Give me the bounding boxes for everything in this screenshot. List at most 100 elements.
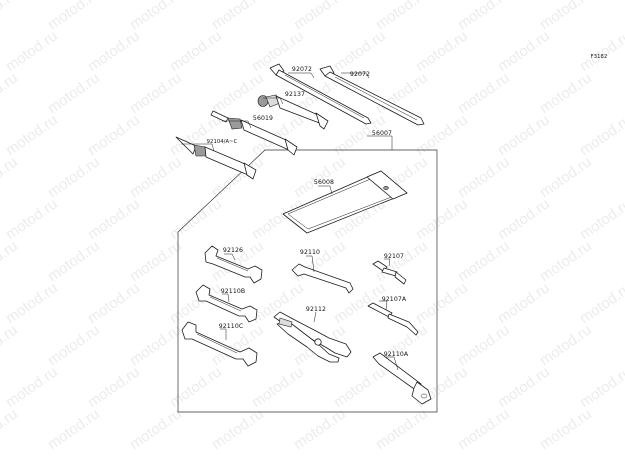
watermark: motod.ru	[3, 111, 61, 159]
watermark: motod.ru	[331, 279, 389, 327]
watermark: motod.ru	[577, 111, 625, 159]
watermark: motod.ru	[373, 405, 431, 453]
watermark: motod.ru	[209, 405, 267, 453]
watermark: motod.ru	[455, 405, 513, 453]
watermark: motod.ru	[127, 321, 185, 369]
pliers-92112	[273, 311, 352, 363]
watermark: motod.ru	[537, 321, 595, 369]
bit-92107a	[367, 302, 419, 336]
watermark: motod.ru	[0, 69, 21, 117]
watermark: motod.ru	[209, 69, 267, 117]
watermark: motod.ru	[413, 279, 471, 327]
label-56007: 56007	[372, 130, 392, 137]
watermark: motod.ru	[495, 195, 553, 243]
watermark: motod.ru	[413, 195, 471, 243]
cable-tie-left	[269, 63, 372, 125]
watermark: motod.ru	[291, 405, 349, 453]
watermark: motod.ru	[3, 195, 61, 243]
watermark: motod.ru	[45, 237, 103, 285]
watermark: motod.ru	[495, 111, 553, 159]
watermark: motod.ru	[537, 69, 595, 117]
watermark: motod.ru	[455, 0, 513, 33]
label-92112: 92112	[306, 306, 326, 313]
grease-tube-92137	[257, 94, 329, 130]
watermark: motod.ru	[85, 279, 143, 327]
watermark: motod.ru	[249, 363, 307, 411]
watermark: motod.ru	[577, 27, 625, 75]
screwdriver-92107	[372, 260, 407, 285]
watermark: motod.ru	[577, 195, 625, 243]
watermark: motod.ru	[373, 0, 431, 33]
watermark: motod.ru	[537, 237, 595, 285]
label-92107a: 92107A	[382, 296, 407, 303]
watermark: motod.ru	[3, 363, 61, 411]
label-92110b: 92110B	[221, 288, 246, 295]
watermark: motod.ru	[167, 195, 225, 243]
watermark: motod.ru	[45, 405, 103, 453]
watermark: motod.ru	[249, 279, 307, 327]
watermark: motod.ru	[537, 153, 595, 201]
label-92126: 92126	[223, 247, 243, 254]
watermark: motod.ru	[537, 405, 595, 453]
label-92110c: 92110C	[219, 323, 244, 330]
label-92072-left: 92072	[292, 66, 312, 73]
watermark: motod.ru	[85, 111, 143, 159]
watermark: motod.ru	[3, 27, 61, 75]
watermark: motod.ru	[127, 153, 185, 201]
tool-bag-56008	[282, 170, 408, 234]
watermark: motod.ru	[455, 321, 513, 369]
wrench-92110c	[181, 321, 258, 367]
watermark: motod.ru	[85, 27, 143, 75]
watermark: motod.ru	[0, 153, 21, 201]
watermark: motod.ru	[413, 27, 471, 75]
label-92110a: 92110A	[384, 351, 409, 358]
watermark: motod.ru	[127, 0, 185, 33]
watermark: motod.ru	[45, 321, 103, 369]
wrench-92110b	[195, 284, 258, 323]
leader-lines	[181, 72, 399, 371]
label-92104: 92104/A~C	[207, 139, 238, 145]
label-56008: 56008	[314, 179, 334, 186]
watermark: motod.ru	[127, 69, 185, 117]
watermark: motod.ru	[291, 0, 349, 33]
watermark: motod.ru	[455, 237, 513, 285]
watermark: motod.ru	[577, 279, 625, 327]
watermark: motod.ru	[331, 27, 389, 75]
watermark: motod.ru	[455, 153, 513, 201]
label-92107: 92107	[384, 253, 404, 260]
watermark: motod.ru	[3, 279, 61, 327]
wrench-92126	[204, 245, 263, 284]
watermark: motod.ru	[45, 0, 103, 33]
watermark: motod.ru	[209, 0, 267, 33]
watermark: motod.ru	[495, 279, 553, 327]
label-92110: 92110	[300, 249, 320, 256]
watermark: motod.ru	[85, 363, 143, 411]
grease-tube-92104	[175, 136, 257, 180]
watermark: motod.ru	[455, 69, 513, 117]
label-92137: 92137	[285, 91, 305, 98]
watermark: motod.ru	[331, 363, 389, 411]
watermark: motod.ru	[495, 27, 553, 75]
hex-key-92110	[291, 263, 354, 294]
watermark: motod.ru	[127, 237, 185, 285]
watermark: motod.ru	[167, 27, 225, 75]
label-92072-right: 92072	[350, 71, 370, 78]
cable-tie-right	[319, 65, 425, 126]
watermark: motod.ru	[127, 405, 185, 453]
watermark: motod.ru	[0, 237, 21, 285]
watermark: motod.ru	[85, 195, 143, 243]
watermark: motod.ru	[45, 153, 103, 201]
socket-92110a	[372, 352, 432, 405]
watermark: motod.ru	[45, 69, 103, 117]
label-56019: 56019	[253, 115, 273, 122]
kit-frame	[177, 149, 438, 413]
figure-id: F3182	[591, 54, 608, 60]
watermark: motod.ru	[0, 0, 21, 33]
watermark: motod.ru	[537, 0, 595, 33]
watermark: motod.ru	[0, 321, 21, 369]
watermark: motod.ru	[495, 363, 553, 411]
watermark: motod.ru	[577, 363, 625, 411]
watermark: motod.ru	[0, 405, 21, 453]
